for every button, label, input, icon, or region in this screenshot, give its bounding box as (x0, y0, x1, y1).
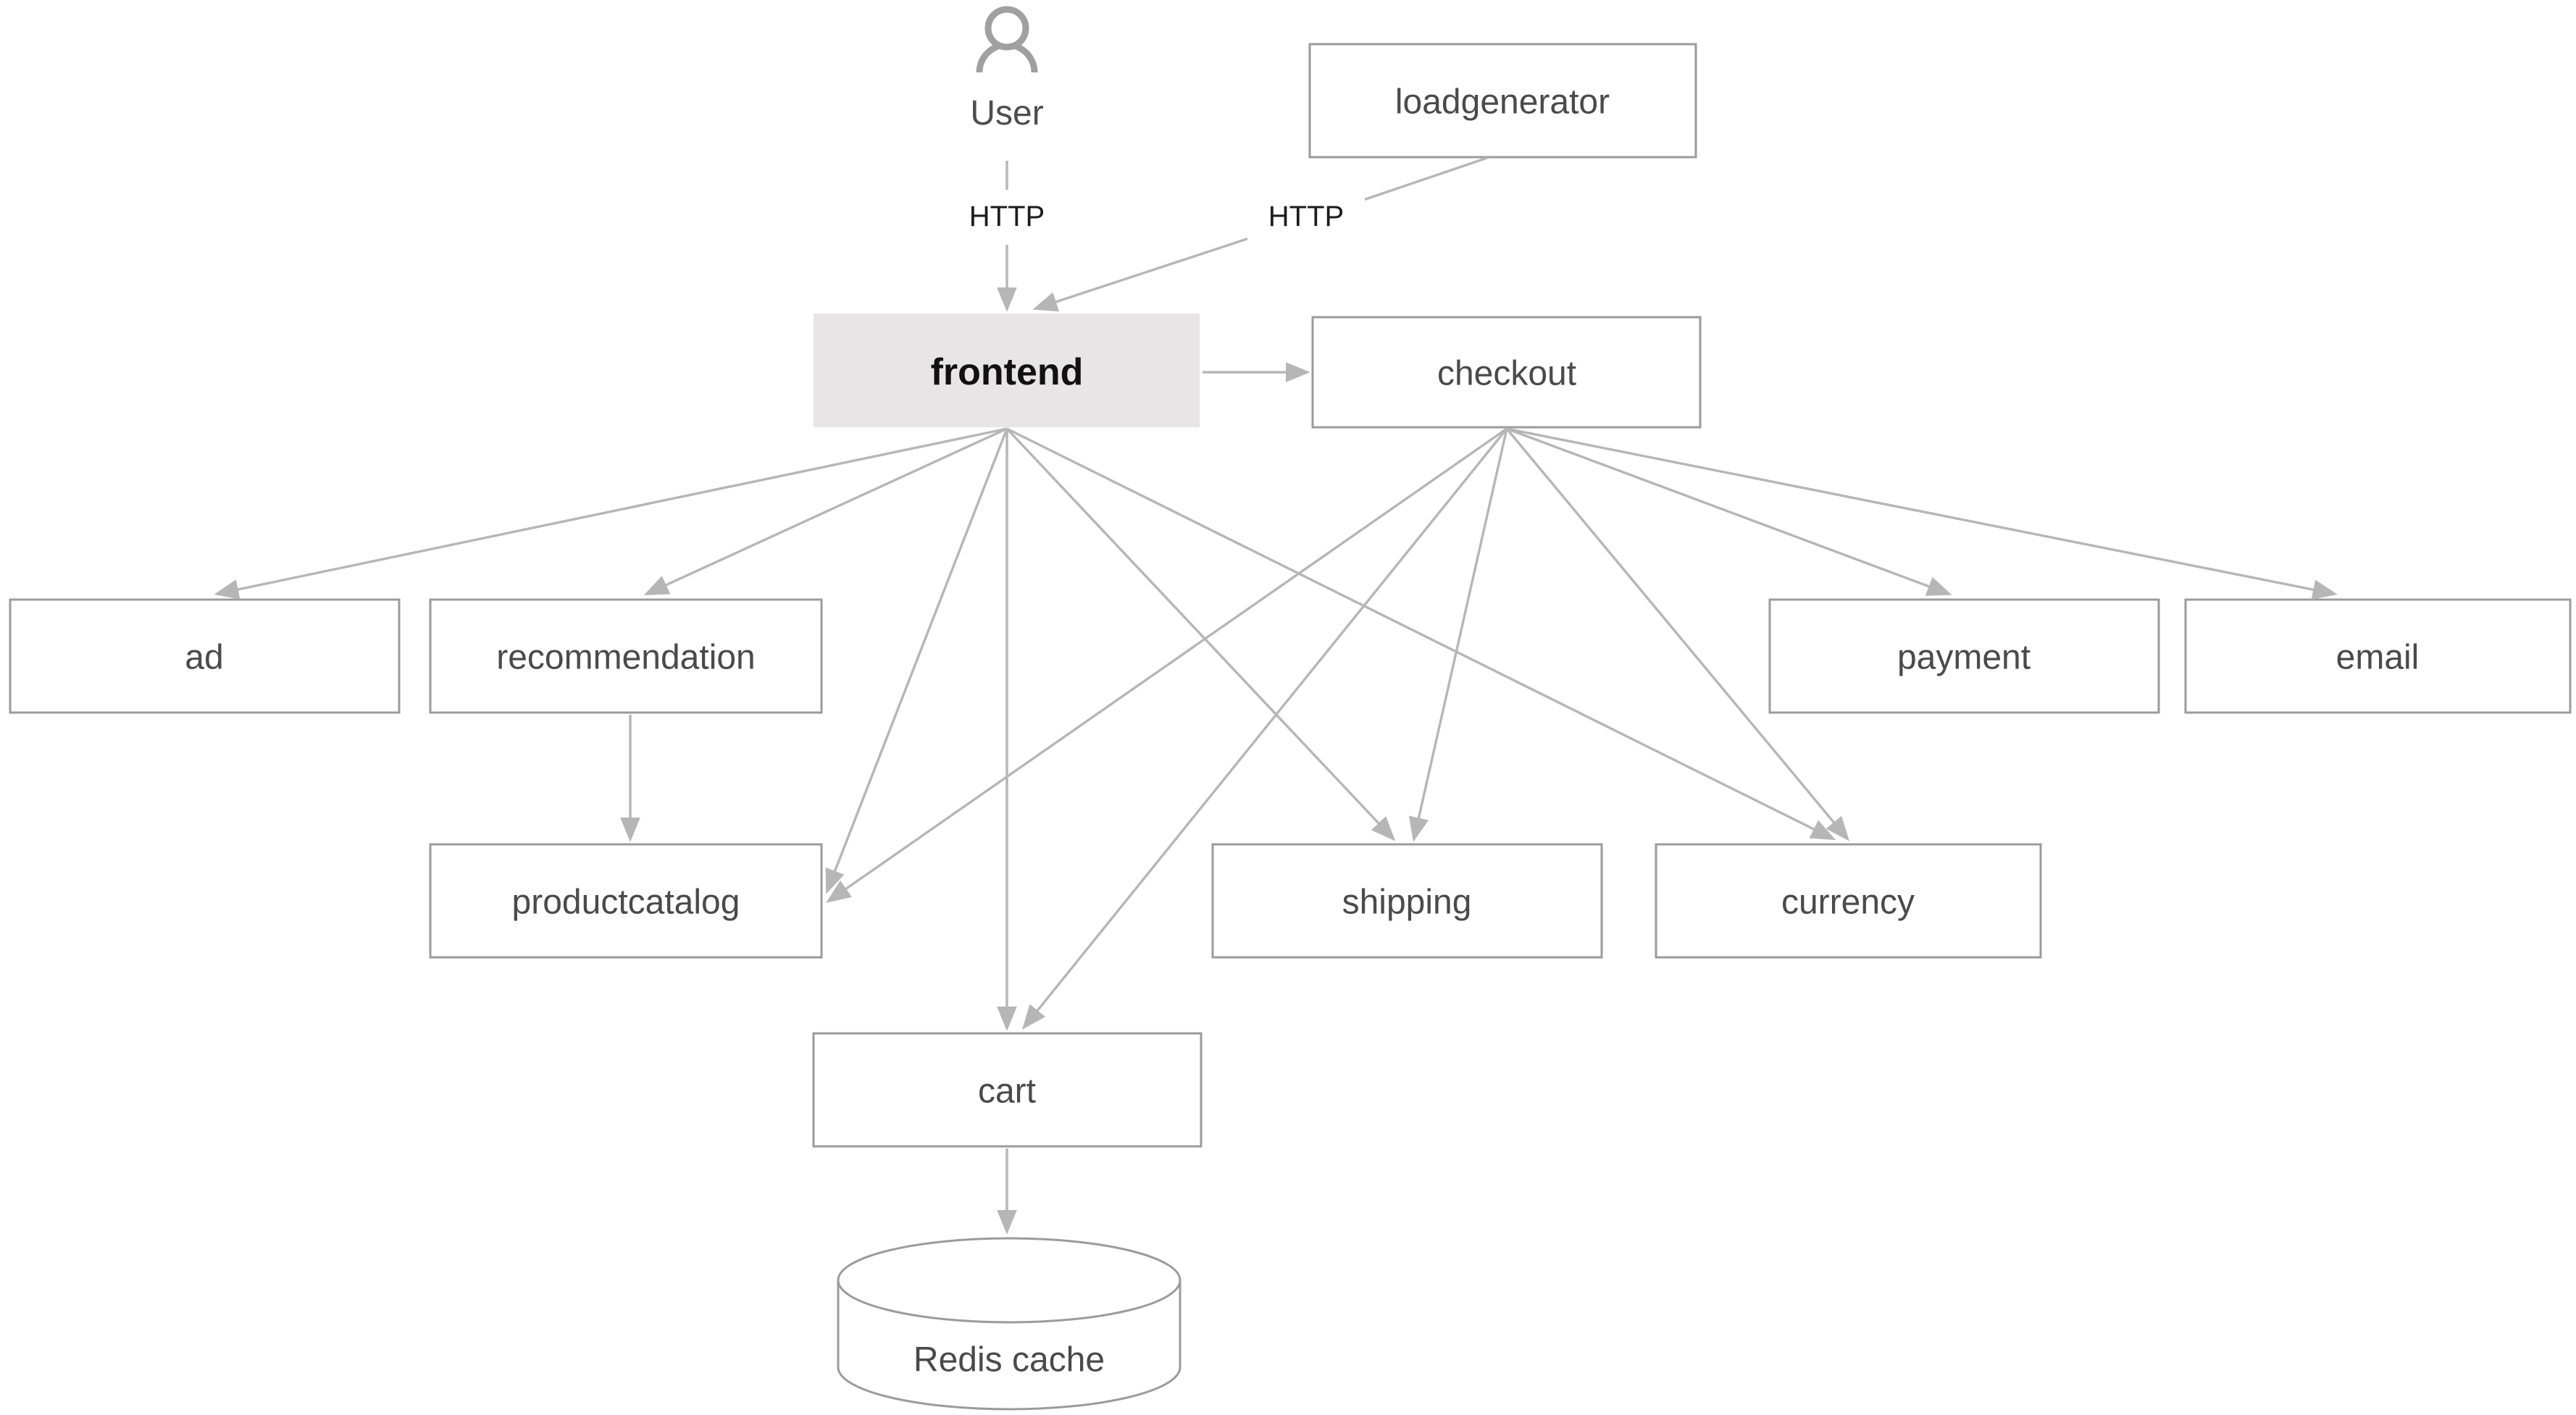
person-icon-head (984, 6, 1029, 51)
edge-frontend-shipping (1005, 427, 1396, 841)
edge-checkout-cart (1022, 427, 1508, 1030)
database-cylinder-top (837, 1237, 1182, 1324)
edge-frontend-productcatalog (825, 428, 1008, 894)
shipping-label: shipping (1342, 883, 1472, 922)
edge-frontend-currency (1006, 427, 1836, 841)
node-email: email (2184, 598, 2572, 714)
payment-box (1768, 598, 2160, 714)
recommendation-label: recommendation (496, 639, 756, 677)
edge-checkout-productcatalog (826, 427, 1507, 903)
shipping-box (1211, 843, 1603, 959)
payment-label: payment (1897, 639, 2031, 677)
ad-box (9, 598, 401, 714)
node-currency: currency (1655, 843, 2042, 959)
checkout-label: checkout (1437, 355, 1576, 393)
node-checkout: checkout (1311, 316, 1702, 429)
edge-label-http-user: HTTP (955, 190, 1059, 245)
http-label-user: HTTP (969, 201, 1045, 232)
node-productcatalog: productcatalog (429, 843, 823, 959)
currency-label: currency (1781, 883, 1915, 922)
currency-box (1655, 843, 2042, 959)
edge-checkout-email (1506, 427, 2338, 600)
edge-checkout-shipping (1408, 428, 1508, 842)
edge-label-mask (1247, 188, 1365, 246)
edge-frontend-ad (214, 427, 1008, 600)
node-loadgenerator: loadgenerator (1308, 43, 1697, 159)
productcatalog-label: productcatalog (512, 883, 740, 922)
node-payment: payment (1768, 598, 2160, 714)
productcatalog-box (429, 843, 823, 959)
frontend-box (814, 314, 1200, 427)
node-cart: cart (812, 1032, 1203, 1148)
edge-label-http-loadgenerator: HTTP (1247, 188, 1365, 246)
person-icon (976, 6, 1038, 73)
user-actor: User (970, 6, 1044, 133)
loadgenerator-label: loadgenerator (1395, 83, 1610, 122)
loadgenerator-box (1308, 43, 1697, 159)
node-ad: ad (9, 598, 401, 714)
recommendation-box (429, 598, 823, 714)
redis-cache-label: Redis cache (913, 1341, 1105, 1380)
ad-label: ad (185, 639, 223, 677)
cart-label: cart (978, 1072, 1036, 1111)
cart-box (812, 1032, 1203, 1148)
edge-checkout-currency (1505, 427, 1850, 841)
user-label: User (970, 94, 1043, 133)
http-label-loadgenerator: HTTP (1268, 201, 1344, 232)
email-box (2184, 598, 2572, 714)
node-recommendation: recommendation (429, 598, 823, 714)
edge-checkout-payment (1506, 427, 1952, 596)
email-label: email (2336, 639, 2420, 677)
node-frontend: frontend (814, 314, 1200, 427)
checkout-box (1311, 316, 1702, 429)
node-shipping: shipping (1211, 843, 1603, 959)
frontend-label: frontend (931, 351, 1084, 393)
edge-frontend-recommendation (643, 427, 1008, 595)
node-redis-cache: Redis cache (837, 1237, 1182, 1411)
edge-label-mask (955, 190, 1059, 245)
